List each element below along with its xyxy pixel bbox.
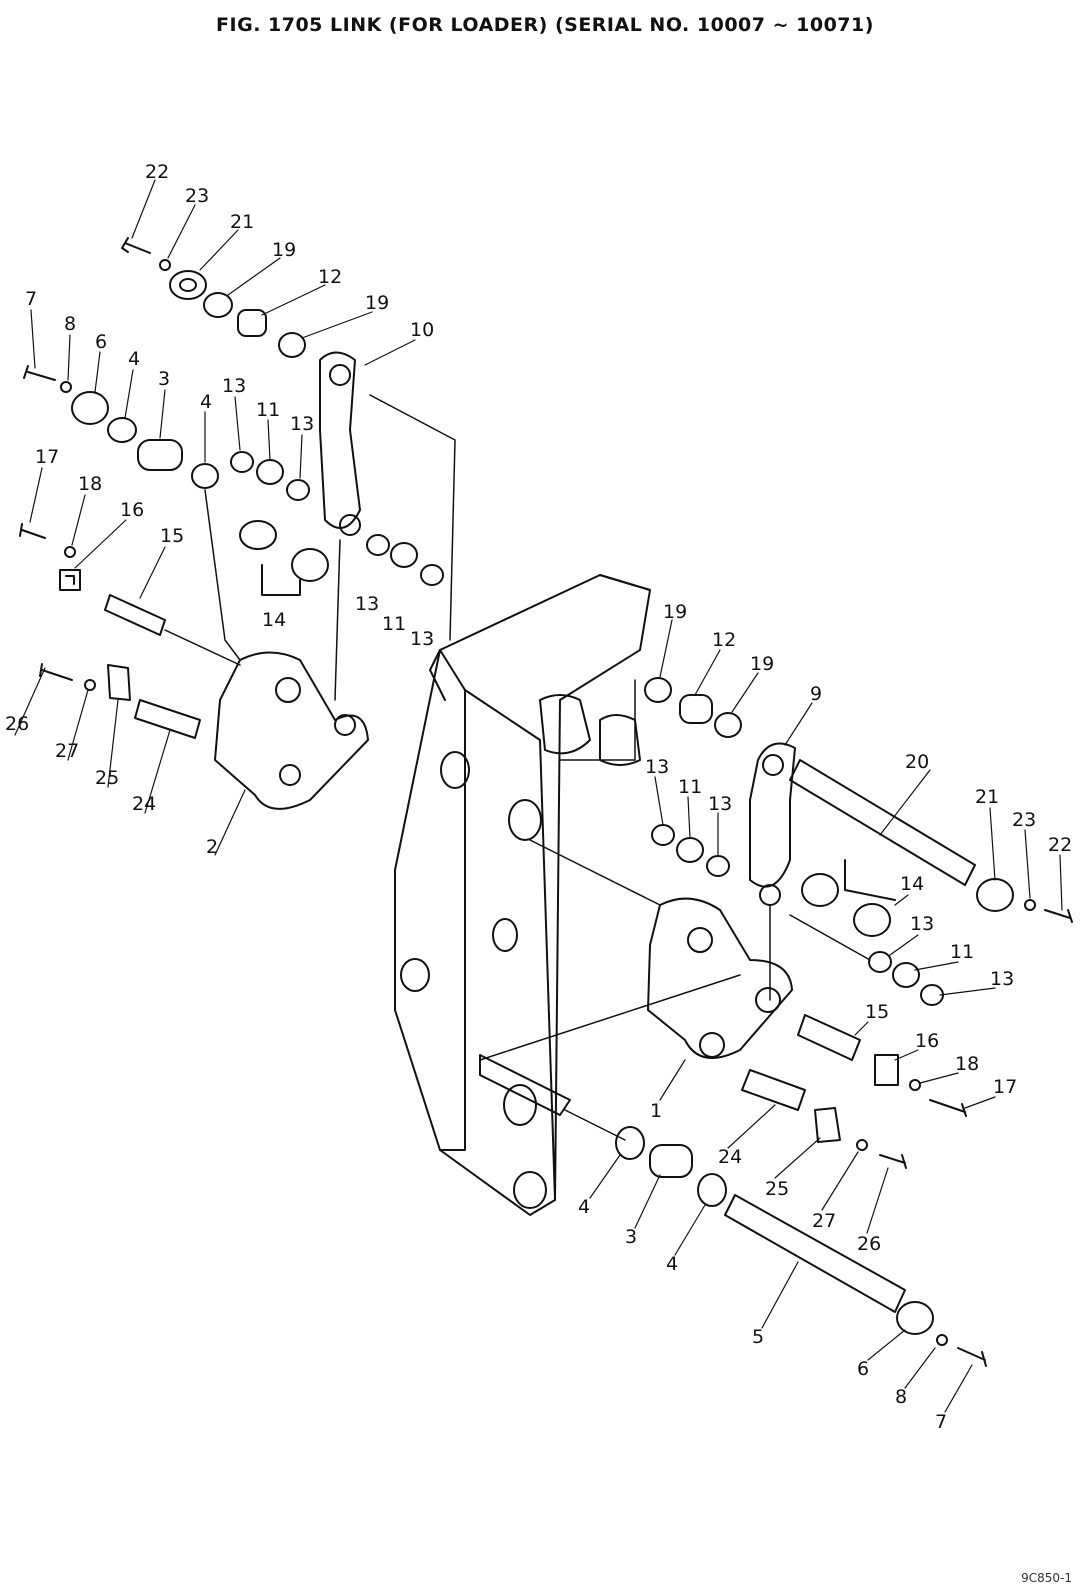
- callout-16: 16: [915, 1030, 939, 1052]
- callout-24: 24: [132, 793, 156, 815]
- callout-5: 5: [752, 1326, 764, 1348]
- callout-15: 15: [160, 525, 184, 547]
- callout-26: 26: [5, 713, 29, 735]
- callout-11: 11: [256, 399, 280, 421]
- figure-title: FIG. 1705 LINK (FOR LOADER) (SERIAL NO. …: [216, 14, 874, 36]
- callout-11: 11: [382, 613, 406, 635]
- callout-4: 4: [128, 348, 140, 370]
- callout-17: 17: [35, 446, 59, 468]
- drawing-code: 9C850-1: [1021, 1571, 1072, 1585]
- callout-labels: 22 23 21 19 12 19 10 7 8 6 4 3 4 13 11 1…: [5, 161, 1072, 1433]
- callout-13: 13: [708, 793, 732, 815]
- callout-11: 11: [950, 941, 974, 963]
- callout-13: 13: [290, 413, 314, 435]
- callout-12: 12: [712, 629, 736, 651]
- callout-23: 23: [1012, 809, 1036, 831]
- callout-22: 22: [1048, 834, 1072, 856]
- callout-18: 18: [78, 473, 102, 495]
- callout-3: 3: [158, 368, 170, 390]
- callout-4: 4: [578, 1196, 590, 1218]
- callout-13: 13: [990, 968, 1014, 990]
- callout-19: 19: [272, 239, 296, 261]
- callout-19: 19: [750, 653, 774, 675]
- callout-13: 13: [222, 375, 246, 397]
- callout-13: 13: [355, 593, 379, 615]
- callout-13: 13: [910, 913, 934, 935]
- callout-7: 7: [25, 288, 37, 310]
- callout-11: 11: [678, 776, 702, 798]
- callout-21: 21: [230, 211, 254, 233]
- callout-22: 22: [145, 161, 169, 183]
- callout-6: 6: [857, 1358, 869, 1380]
- callout-leader-lines: [14, 179, 1063, 1413]
- callout-8: 8: [895, 1386, 907, 1408]
- callout-8: 8: [64, 313, 76, 335]
- callout-2: 2: [206, 836, 218, 858]
- callout-4: 4: [666, 1253, 678, 1275]
- callout-19: 19: [663, 601, 687, 623]
- callout-12: 12: [318, 266, 342, 288]
- callout-27: 27: [55, 740, 79, 762]
- callout-18: 18: [955, 1053, 979, 1075]
- callout-4: 4: [200, 391, 212, 413]
- callout-14: 14: [262, 609, 286, 631]
- callout-20: 20: [905, 751, 929, 773]
- callout-10: 10: [410, 319, 434, 341]
- callout-16: 16: [120, 499, 144, 521]
- callout-25: 25: [765, 1178, 789, 1200]
- callout-26: 26: [857, 1233, 881, 1255]
- callout-15: 15: [865, 1001, 889, 1023]
- right-link-assembly: [479, 677, 1073, 1367]
- callout-19: 19: [365, 292, 389, 314]
- main-frame-drawing: [394, 574, 651, 1216]
- callout-27: 27: [812, 1210, 836, 1232]
- callout-14: 14: [900, 873, 924, 895]
- left-link-assembly: [19, 237, 456, 810]
- callout-21: 21: [975, 786, 999, 808]
- callout-24: 24: [718, 1146, 742, 1168]
- callout-3: 3: [625, 1226, 637, 1248]
- callout-6: 6: [95, 331, 107, 353]
- callout-25: 25: [95, 767, 119, 789]
- callout-7: 7: [935, 1411, 947, 1433]
- callout-17: 17: [993, 1076, 1017, 1098]
- callout-9: 9: [810, 683, 822, 705]
- callout-13: 13: [645, 756, 669, 778]
- callout-1: 1: [650, 1100, 662, 1122]
- callout-23: 23: [185, 185, 209, 207]
- callout-13: 13: [410, 628, 434, 650]
